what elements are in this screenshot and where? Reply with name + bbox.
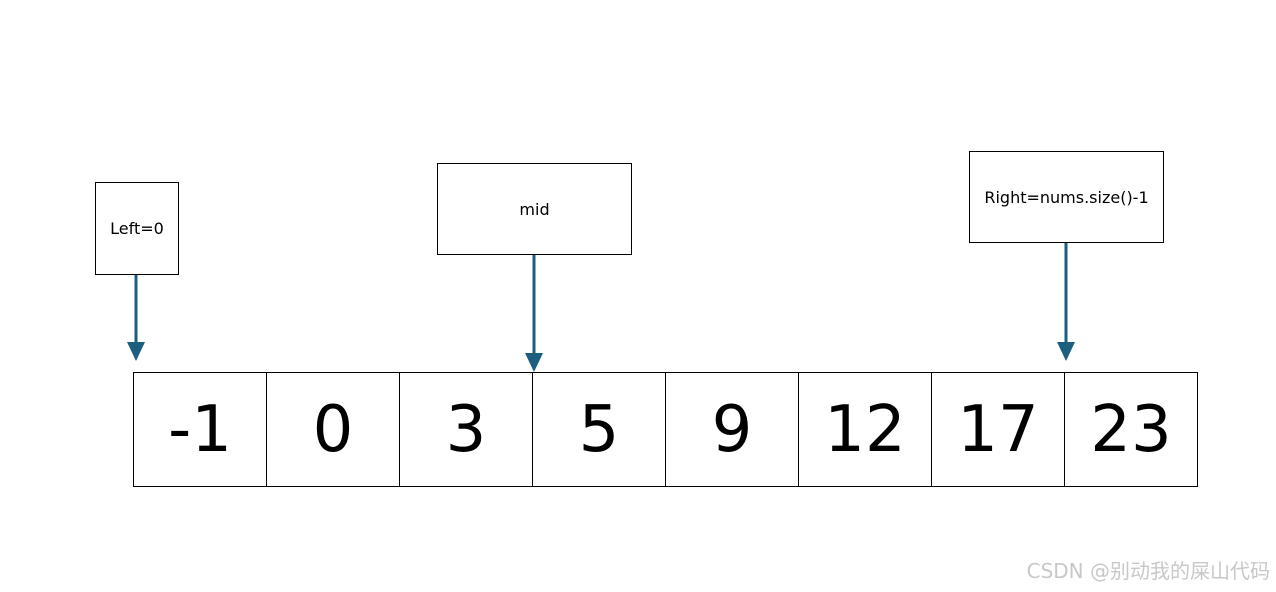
right-pointer-label: Right=nums.size()-1 xyxy=(969,151,1164,243)
left-pointer-label: Left=0 xyxy=(95,182,179,275)
right-pointer-arrow xyxy=(1057,243,1075,361)
array-cell: 12 xyxy=(799,373,932,486)
mid-pointer-arrow xyxy=(525,255,543,372)
array-cell: 17 xyxy=(932,373,1065,486)
mid-pointer-label: mid xyxy=(437,163,632,255)
array-cell: 0 xyxy=(267,373,400,486)
number-array: -1 0 3 5 9 12 17 23 xyxy=(133,372,1198,487)
array-cell: -1 xyxy=(134,373,267,486)
mid-pointer-text: mid xyxy=(519,199,550,219)
array-cell: 9 xyxy=(666,373,799,486)
right-pointer-text: Right=nums.size()-1 xyxy=(984,187,1149,207)
array-cell: 3 xyxy=(400,373,533,486)
watermark: CSDN @别动我的屎山代码 xyxy=(1026,559,1270,583)
array-cell: 23 xyxy=(1065,373,1198,486)
left-pointer-text: Left=0 xyxy=(110,219,164,238)
left-pointer-arrow xyxy=(127,275,145,361)
array-cell: 5 xyxy=(533,373,666,486)
